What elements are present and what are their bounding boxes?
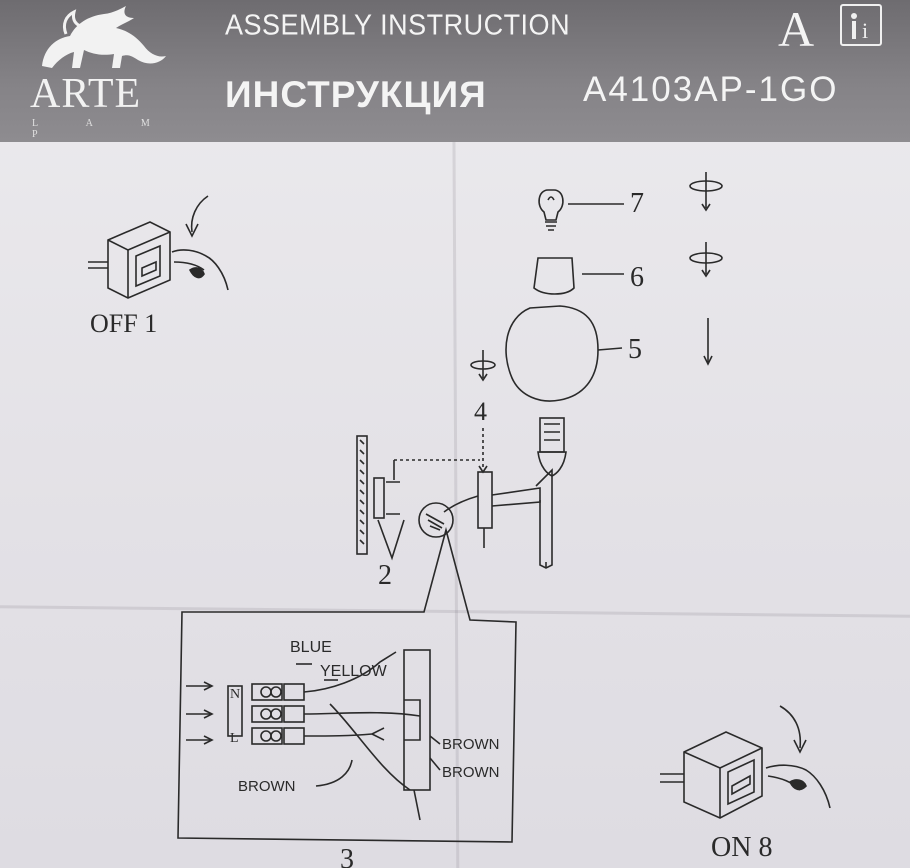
svg-text:i: i xyxy=(862,18,868,43)
header-banner: ARTE L A M P ASSEMBLY INSTRUCTION ИНСТРУ… xyxy=(0,0,910,142)
glass-shade-step-5 xyxy=(505,305,713,402)
terminal-n: N xyxy=(230,687,240,702)
step-8-label: ON 8 xyxy=(711,832,772,863)
switch-on-illustration xyxy=(660,705,831,819)
step-4-label: 4 xyxy=(474,397,487,426)
class-letter: A xyxy=(778,1,815,57)
wire-label-blue: BLUE xyxy=(290,639,332,656)
wire-label-brown-2: BROWN xyxy=(442,764,500,781)
step-6-label: 6 xyxy=(630,262,644,293)
wire-label-brown-left: BROWN xyxy=(238,778,296,795)
step-1-label: OFF 1 xyxy=(90,309,157,338)
brand-subtitle: L A M P xyxy=(32,118,173,140)
brand-logo: ARTE L A M P xyxy=(22,4,172,140)
info-icon: i xyxy=(840,4,882,46)
title-english: ASSEMBLY INSTRUCTION xyxy=(225,9,571,41)
lamp-body-illustration xyxy=(418,417,567,569)
holder-step-6 xyxy=(533,242,723,295)
step-3-label: 3 xyxy=(340,844,354,868)
model-number: A4103AP-1GO xyxy=(583,70,839,109)
wire-label-brown-1: BROWN xyxy=(442,736,500,753)
brand-name: ARTE xyxy=(30,71,142,117)
wall-mount-illustration xyxy=(356,435,480,561)
wiring-detail-box xyxy=(177,526,517,843)
griffin-logo-icon xyxy=(42,6,166,68)
step-2-label: 2 xyxy=(378,560,392,591)
screw-step-4 xyxy=(470,350,496,474)
title-russian: ИНСТРУКЦИЯ xyxy=(225,74,487,115)
wire-label-yellow: YELLOW xyxy=(320,663,388,680)
step-7-label: 7 xyxy=(630,188,644,219)
bulb-step-7 xyxy=(538,172,723,231)
switch-off-illustration xyxy=(88,195,229,299)
step-5-label: 5 xyxy=(628,334,642,365)
terminal-l: L xyxy=(230,731,239,746)
